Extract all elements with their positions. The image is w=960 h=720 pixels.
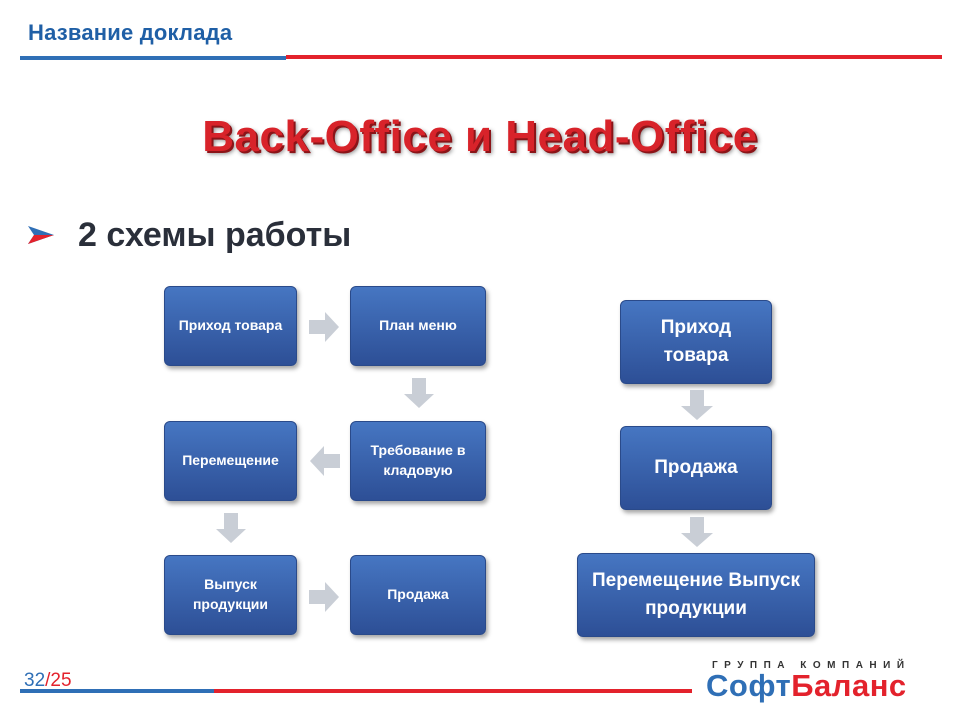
logo-part-balance: Баланс bbox=[791, 668, 907, 703]
header-divider-blue bbox=[20, 56, 286, 60]
bullet-arrow-icon bbox=[28, 226, 54, 244]
slide-subtitle: 2 схемы работы bbox=[78, 216, 352, 254]
arrow-down-icon bbox=[216, 513, 246, 543]
company-logo: СофтБаланс bbox=[706, 668, 907, 704]
logo-part-soft: Софт bbox=[706, 668, 792, 703]
scheme2-box-sale: Продажа bbox=[620, 426, 772, 510]
header-divider-red bbox=[286, 55, 942, 59]
arrow-left-icon bbox=[310, 446, 340, 476]
arrow-down-icon bbox=[681, 517, 713, 547]
scheme1-box-sale: Продажа bbox=[350, 555, 486, 635]
arrow-right-icon bbox=[309, 312, 339, 342]
footer-divider-blue bbox=[20, 689, 214, 693]
arrow-down-icon bbox=[404, 378, 434, 408]
scheme1-box-storeroom-request: Требование в кладовую bbox=[350, 421, 486, 501]
arrow-down-icon bbox=[681, 390, 713, 420]
scheme1-box-production-output: Выпуск продукции bbox=[164, 555, 297, 635]
scheme1-box-menu-plan: План меню bbox=[350, 286, 486, 366]
scheme1-box-transfer: Перемещение bbox=[164, 421, 297, 501]
footer-divider-red bbox=[214, 689, 692, 693]
page-total: 25 bbox=[50, 670, 72, 691]
slide-title: Back-Office и Head-Office bbox=[202, 112, 758, 161]
scheme2-box-goods-receipt: Приход товара bbox=[620, 300, 772, 384]
scheme1-box-goods-receipt: Приход товара bbox=[164, 286, 297, 366]
arrow-right-icon bbox=[309, 582, 339, 612]
page-number: 32/25 bbox=[24, 670, 72, 692]
report-title: Название доклада bbox=[28, 20, 233, 45]
page-current: 32 bbox=[24, 670, 46, 691]
page-separator: / bbox=[45, 670, 51, 691]
logo-tagline: ГРУППА КОМПАНИЙ bbox=[712, 660, 911, 671]
scheme2-box-transfer-production: Перемещение Выпуск продукции bbox=[577, 553, 815, 637]
